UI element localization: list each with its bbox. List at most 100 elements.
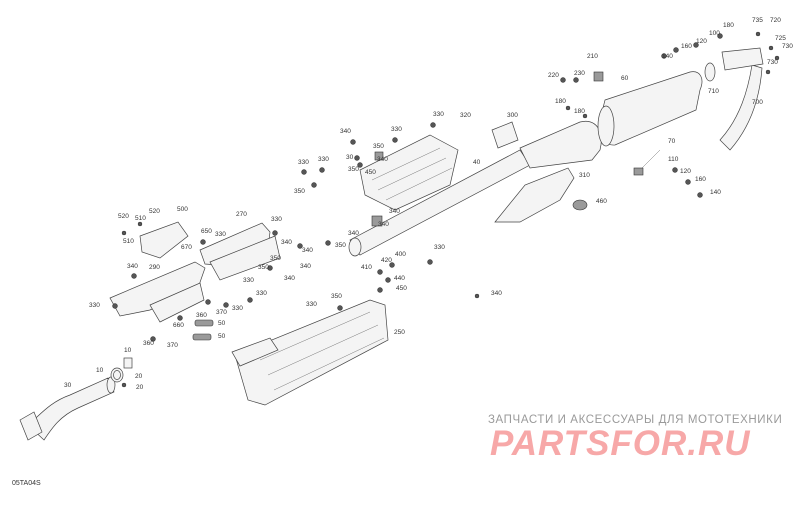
callout-label: 370 [216, 309, 227, 316]
callout-label: 510 [135, 215, 146, 222]
callout-label: 220 [548, 72, 559, 79]
callout-label: 330 [232, 305, 243, 312]
heat-shield-300 [491, 121, 519, 149]
callout-label: 160 [695, 176, 706, 183]
callout-label: 330 [243, 277, 254, 284]
callout-label: 330 [215, 231, 226, 238]
callout-label: 330 [271, 216, 282, 223]
part-number-callouts: 735 720 180 725 100 730 160 120 730 140 210 60 710 22… [64, 17, 793, 391]
figure-code: 05TA04S [12, 480, 41, 487]
callout-label: 350 [331, 293, 342, 300]
callout-label: 230 [574, 70, 585, 77]
callout-label: 725 [775, 35, 786, 42]
callout-label: 60 [621, 75, 629, 82]
callout-label: 110 [668, 156, 679, 163]
callout-label: 120 [680, 168, 691, 175]
callout-label: 340 [302, 247, 313, 254]
callout-label: 40 [473, 159, 481, 166]
callout-label: 340 [340, 128, 351, 135]
watermark-logo: PARTSFOR.RU [490, 424, 751, 463]
callout-label: 30 [346, 154, 354, 161]
callout-label: 720 [770, 17, 781, 24]
callout-label: 180 [574, 108, 585, 115]
callout-label: 300 [507, 112, 518, 119]
callout-label: 340 [378, 221, 389, 228]
callout-label: 340 [300, 263, 311, 270]
callout-label: 180 [723, 22, 734, 29]
callout-label: 340 [491, 290, 502, 297]
callout-label: 360 [196, 312, 207, 319]
callout-label: 410 [361, 264, 372, 271]
callout-label: 330 [298, 159, 309, 166]
callout-label: 710 [708, 88, 719, 95]
callout-label: 50 [218, 320, 226, 327]
callout-label: 270 [236, 211, 247, 218]
springs [192, 319, 214, 341]
heat-shield-310 [494, 167, 575, 223]
heat-shield-left [109, 261, 206, 323]
callout-label: 340 [284, 275, 295, 282]
bracket-500 [139, 221, 189, 259]
heat-shield-250 [231, 299, 389, 406]
callout-label: 330 [318, 156, 329, 163]
callout-label: 330 [391, 126, 402, 133]
callout-label: 660 [173, 322, 184, 329]
callout-label: 400 [395, 251, 406, 258]
callout-label: 330 [306, 301, 317, 308]
callout-label: 330 [434, 244, 445, 251]
callout-label: 340 [348, 230, 359, 237]
tail-pipe [719, 47, 764, 151]
callout-label: 730 [782, 43, 793, 50]
callout-label: 210 [587, 53, 598, 60]
callout-label: 310 [579, 172, 590, 179]
clamp-710 [704, 62, 716, 82]
callout-label: 70 [668, 138, 676, 145]
callout-label: 330 [433, 111, 444, 118]
callout-label: 500 [177, 206, 188, 213]
callout-label: 20 [135, 373, 143, 380]
callout-label: 10 [96, 367, 104, 374]
callout-label: 160 [681, 43, 692, 50]
callout-label: 510 [123, 238, 134, 245]
heat-shield-270 [199, 222, 281, 281]
callout-label: 340 [281, 239, 292, 246]
callout-label: 330 [89, 302, 100, 309]
callout-label: 20 [136, 384, 144, 391]
callout-label: 30 [64, 382, 72, 389]
gasket-rings [110, 357, 133, 383]
callout-label: 50 [218, 333, 226, 340]
callout-label: 520 [118, 213, 129, 220]
front-exhaust-pipe [19, 376, 116, 441]
callout-label: 730 [767, 59, 778, 66]
small-hardware [112, 31, 780, 388]
callout-label: 450 [365, 169, 376, 176]
oxygen-sensor [633, 149, 661, 176]
center-exhaust-pipe [348, 120, 602, 257]
callout-label: 290 [149, 264, 160, 271]
heat-shield-30 [359, 134, 459, 211]
callout-label: 370 [167, 342, 178, 349]
callout-label: 350 [348, 166, 359, 173]
callout-label: 440 [394, 275, 405, 282]
callout-label: 350 [373, 143, 384, 150]
callout-label: 520 [149, 208, 160, 215]
callout-label: 350 [294, 188, 305, 195]
callout-label: 735 [752, 17, 763, 24]
callout-label: 360 [143, 340, 154, 347]
callout-label: 450 [396, 285, 407, 292]
callout-label: 340 [127, 263, 138, 270]
callout-label: 140 [710, 189, 721, 196]
callout-label: 250 [394, 329, 405, 336]
callout-label: 420 [381, 257, 392, 264]
watermark-tagline: ЗАПЧАСТИ И АКСЕССУАРЫ ДЛЯ МОТОТЕХНИКИ [488, 414, 783, 426]
callout-label: 340 [389, 208, 400, 215]
muffler [597, 71, 703, 147]
callout-label: 650 [201, 228, 212, 235]
callout-label: 700 [752, 99, 763, 106]
callout-label: 330 [256, 290, 267, 297]
callout-label: 180 [555, 98, 566, 105]
callout-label: 10 [124, 347, 132, 354]
callout-label: 100 [709, 30, 720, 37]
callout-label: 350 [258, 264, 269, 271]
